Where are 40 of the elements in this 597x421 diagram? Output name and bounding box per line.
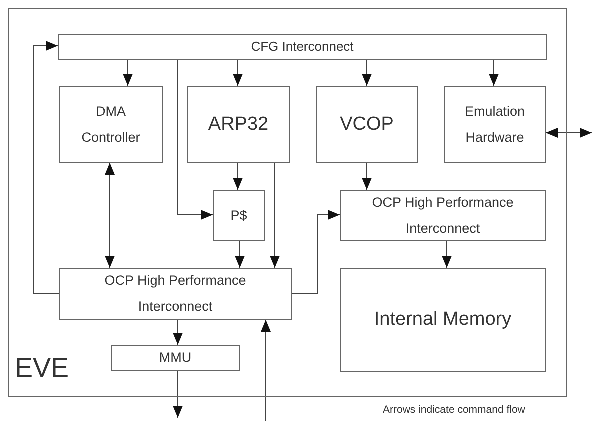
- block-label: OCP High Performance Interconnect: [371, 194, 515, 238]
- arrow: [235, 240, 245, 268]
- arrow: [362, 60, 372, 86]
- block-box: [316, 86, 418, 163]
- interconnect-box: [340, 190, 546, 241]
- arrow: [233, 60, 243, 86]
- block-label: CFG Interconnect: [251, 39, 354, 55]
- block-box: [111, 345, 240, 371]
- note-text: Arrows indicate command flow: [383, 404, 526, 416]
- arrow: [173, 320, 183, 346]
- block-box: [187, 86, 290, 163]
- block-label: VCOP: [340, 114, 394, 136]
- block-label: Emulation Hardware: [464, 102, 526, 146]
- system-boundary: [8, 8, 567, 397]
- arrow: [442, 240, 452, 268]
- block-label: ARP32: [208, 114, 269, 136]
- interconnect-bar: [58, 34, 547, 60]
- block-box: [444, 86, 546, 163]
- arrow: [261, 320, 271, 421]
- arrow: [105, 162, 115, 268]
- arrow: [233, 162, 243, 190]
- block-label: MMU: [159, 350, 192, 366]
- memory-box: [340, 268, 546, 372]
- arrow: [34, 41, 60, 294]
- block-label: P$: [230, 208, 248, 224]
- block-box: [213, 190, 265, 241]
- arrow: [173, 370, 183, 418]
- block-label: EVE: [15, 353, 70, 383]
- interconnect-box: [59, 268, 292, 320]
- block-label: DMA Controller: [80, 102, 142, 146]
- arrow: [489, 60, 499, 86]
- block-box: [59, 86, 163, 163]
- arrow: [362, 162, 372, 190]
- arrow: [123, 60, 133, 86]
- arrow: [292, 210, 340, 294]
- block-label: Internal Memory: [374, 309, 512, 331]
- block-label: OCP High Performance Interconnect: [104, 272, 248, 316]
- arrow: [546, 128, 592, 138]
- arrow: [178, 60, 214, 220]
- arrow: [270, 162, 280, 268]
